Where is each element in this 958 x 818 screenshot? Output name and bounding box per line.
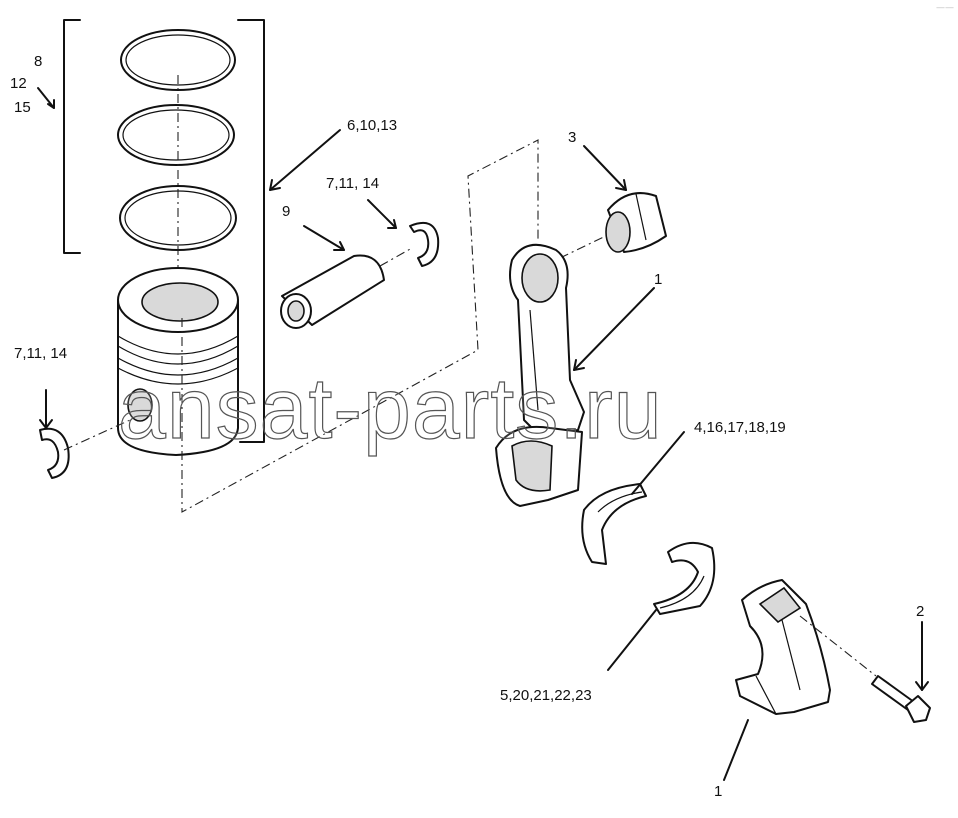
ref-rings-assembly: 6,10,13 <box>347 117 397 134</box>
ref-snap-ring-right: 7,11, 14 <box>326 175 379 192</box>
ref-bearing-lower: 5,20,21,22,23 <box>500 687 592 704</box>
ref-cap-bolt: 2 <box>916 603 924 620</box>
connecting-rod <box>495 243 585 507</box>
piston-ring-top <box>120 29 236 91</box>
bearing-shell-upper <box>581 483 647 565</box>
bearing-cap <box>735 579 831 715</box>
watermark: ansat-parts.ru <box>118 361 663 457</box>
ref-ring-8: 8 <box>34 53 42 70</box>
ref-bushing: 3 <box>568 129 576 146</box>
snap-ring-left <box>39 427 70 479</box>
piston-ring-bottom <box>119 185 237 251</box>
ring-set-bracket <box>63 19 265 443</box>
ref-piston-pin: 9 <box>282 203 290 220</box>
ref-ring-12: 12 <box>10 75 27 92</box>
ref-ring-15: 15 <box>14 99 31 116</box>
ref-connecting-rod: 1 <box>654 271 662 288</box>
piston-pin <box>280 254 385 329</box>
snap-ring-right <box>409 222 440 267</box>
ref-bearing-cap: 1 <box>714 783 722 800</box>
ref-snap-ring-left: 7,11, 14 <box>14 345 67 362</box>
piston <box>117 267 239 456</box>
leader-arrows <box>37 87 929 781</box>
bearing-shell-lower <box>653 541 716 615</box>
piston-ring-middle <box>117 104 235 166</box>
ref-bearing-upper: 4,16,17,18,19 <box>694 419 786 436</box>
corner-mark: —— <box>936 3 954 13</box>
connecting-rod-bushing <box>605 192 667 253</box>
cap-bolt <box>871 675 931 723</box>
